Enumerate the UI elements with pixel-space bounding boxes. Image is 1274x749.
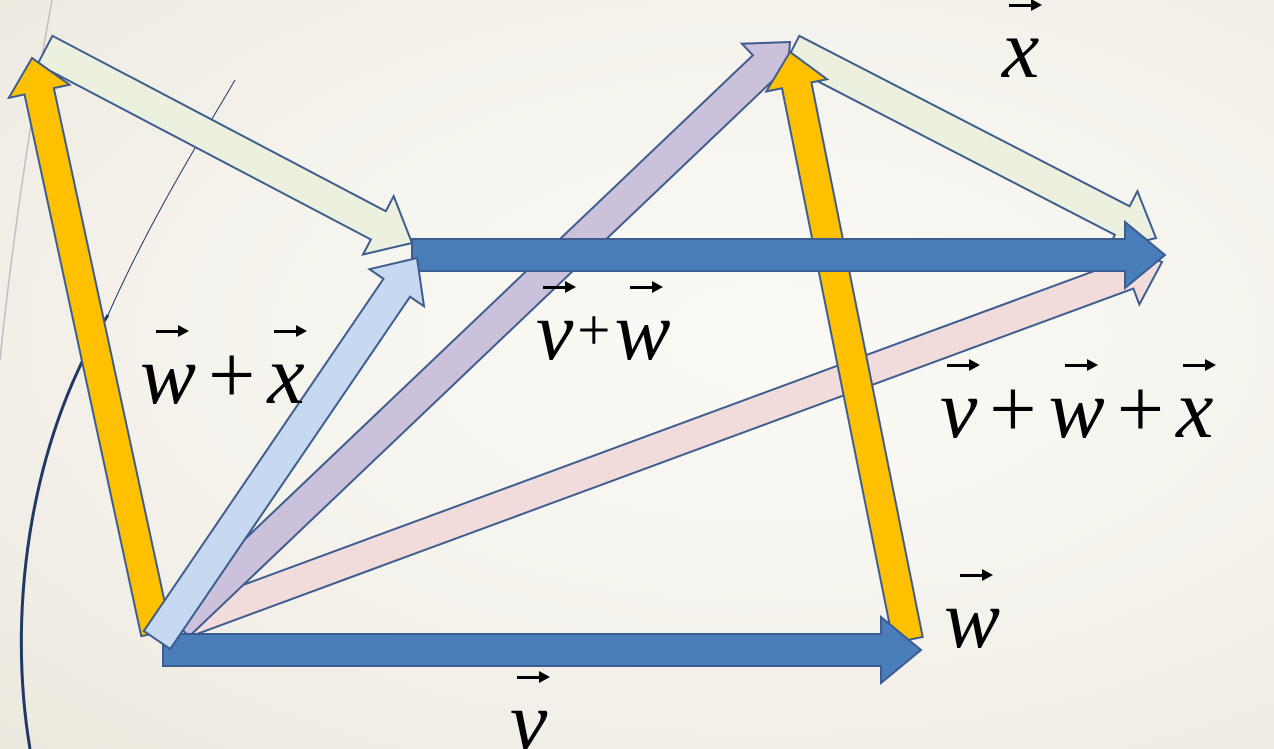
label-v-var: v xyxy=(510,671,550,749)
vector-w-left-arrow xyxy=(6,56,172,638)
label-v-plus-w-var1: v xyxy=(536,281,576,378)
label-w-plus-x: w+x xyxy=(140,325,308,422)
label-v-plus-w-plus-x: v+w+x xyxy=(940,359,1217,456)
label-w-var: w xyxy=(944,569,1001,666)
vector-v-bottom-arrow xyxy=(162,614,923,686)
label-x-var: x xyxy=(1002,0,1042,96)
label-v-plus-w-op: + xyxy=(577,298,611,364)
vector-w-right-arrow xyxy=(764,50,924,645)
vector-v-top-arrow xyxy=(411,219,1167,291)
vector-w-plus-x-arrow xyxy=(142,256,426,651)
label-vwx-op2: + xyxy=(1116,363,1165,456)
decor-curve-thin xyxy=(107,79,236,316)
vector-x-right-arrow xyxy=(783,34,1158,252)
label-v-plus-w-var2: w xyxy=(614,281,671,378)
label-vwx-var2: w xyxy=(1048,359,1105,456)
label-v-plus-w: v+w xyxy=(536,281,671,378)
label-x: x xyxy=(1002,0,1042,96)
label-w: w xyxy=(944,569,1001,666)
label-w-plus-x-op: + xyxy=(208,329,256,422)
decor-line-grey xyxy=(0,0,53,361)
vector-x-left-arrow xyxy=(36,34,414,256)
label-v: v xyxy=(510,671,550,749)
label-w-plus-x-var2: x xyxy=(267,325,308,422)
label-vwx-op1: + xyxy=(989,363,1037,456)
label-w-plus-x-var1: w xyxy=(140,325,197,422)
label-vwx-var3: x xyxy=(1176,359,1217,456)
label-vwx-var1: v xyxy=(940,359,980,456)
decor-curve-thick xyxy=(19,314,110,749)
